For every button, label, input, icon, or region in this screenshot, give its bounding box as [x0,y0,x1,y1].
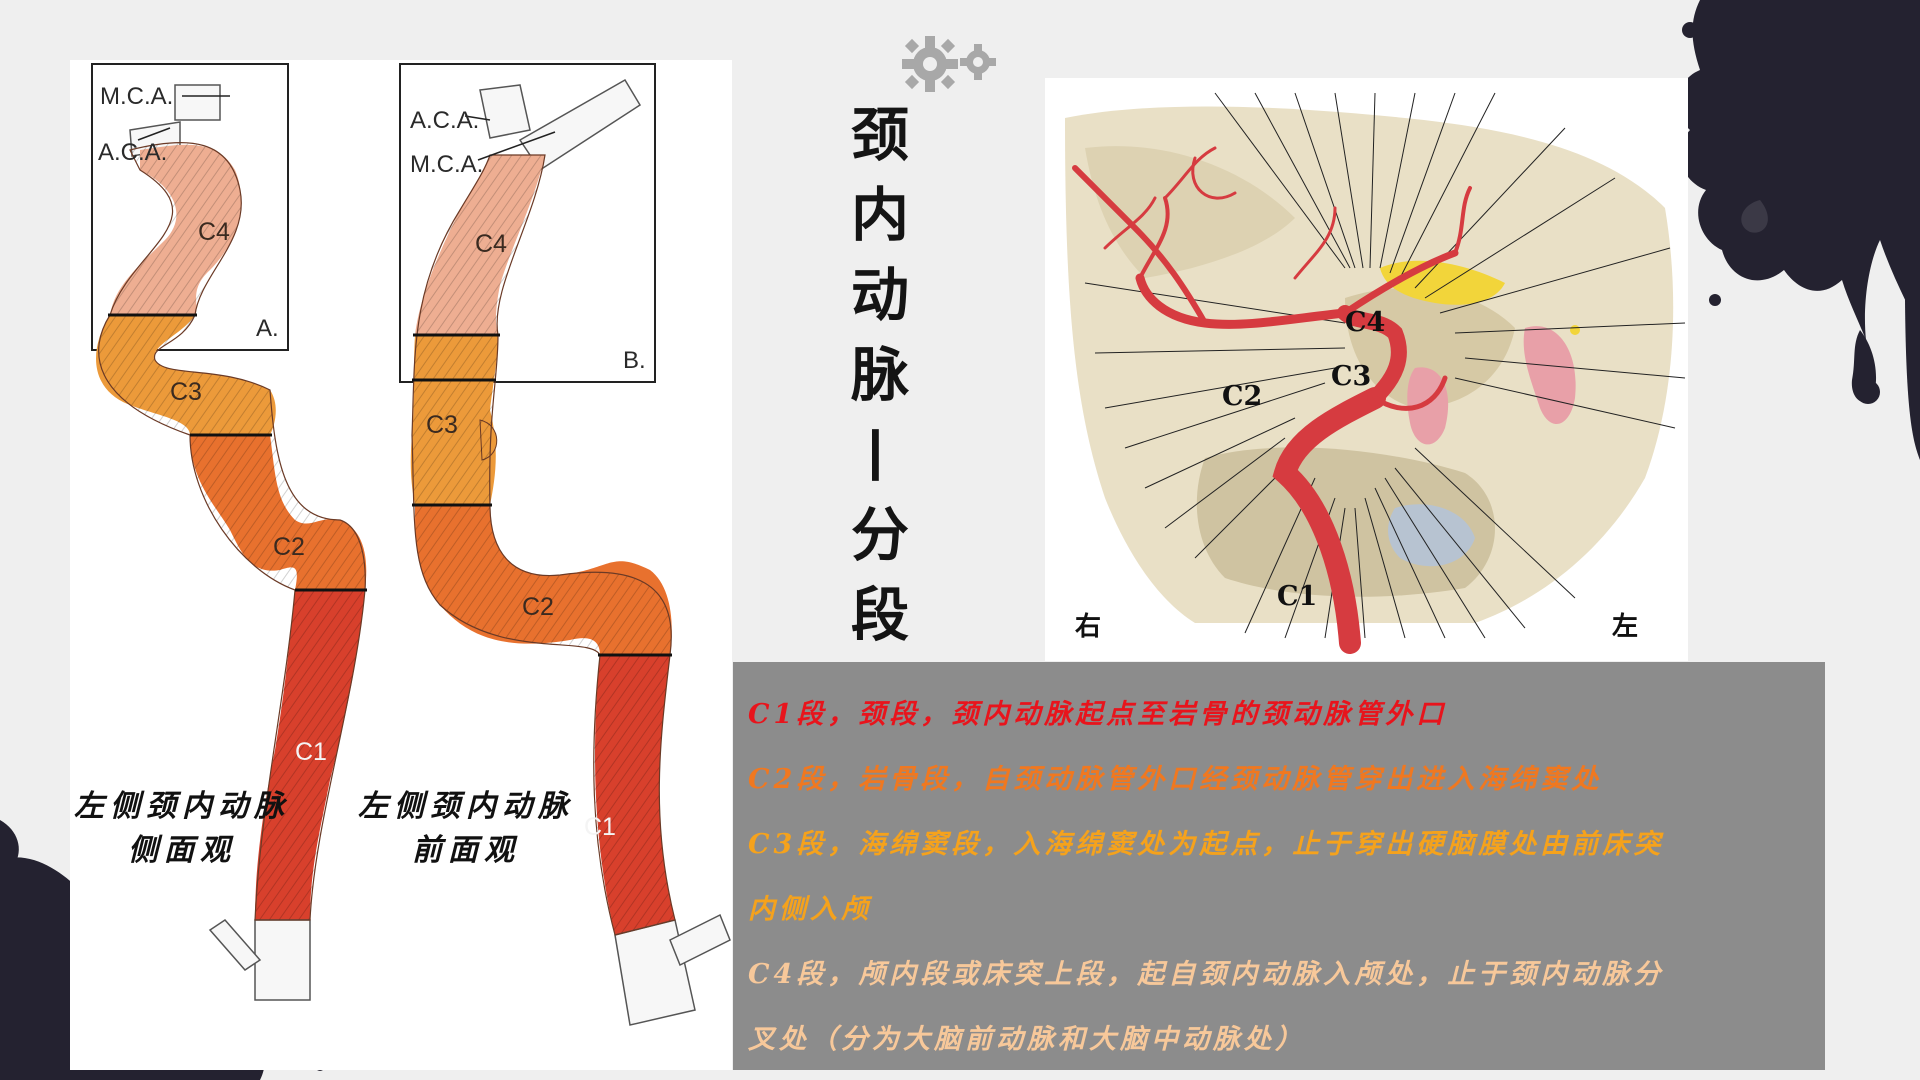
panel-a-aca-label: A.C.A. [98,139,167,166]
title-char-3: 动 [850,261,909,329]
desc-c3-line1: C3段，海绵窦段，入海绵窦处为起点，止于穿出硬脑膜处由前床突 [748,829,1665,860]
gear-icon-pair [902,36,996,92]
panel-b-c3-label: C3 [426,411,458,439]
right-c1-label: C1 [1277,581,1317,612]
panel-a-c4-label: C4 [198,218,230,246]
desc-c2: C2段，岩骨段，自颈动脉管外口经颈动脉管穿出进入海绵窦处 [748,764,1603,795]
caption-lateral-line2: 侧面观 [128,833,236,868]
title-dash: — [846,426,914,484]
slide-title: 颈 内 动 脉 — 分 段 [840,95,920,655]
ink-splatter-top-right [1677,0,1920,460]
panel-b-c4-label: C4 [475,230,507,258]
panel-b-aca-label: A.C.A. [410,107,479,134]
caption-anterior-view: 左侧颈内动脉 前面观 [356,785,576,873]
panel-a-c3-label: C3 [170,378,202,406]
title-char-6: 段 [850,581,909,649]
panel-a-c2-label: C2 [273,533,305,561]
right-c2-label: C2 [1222,381,1262,412]
panel-a-box-label: A. [256,315,279,342]
panel-a-box [91,63,289,351]
title-char-5: 分 [850,501,909,569]
caption-anterior-line2: 前面观 [412,833,520,868]
segment-description-panel: C1段，颈段，颈内动脉起点至岩骨的颈动脉管外口 C2段，岩骨段，自颈动脉管外口经… [733,662,1825,1070]
panel-a-mca-label: M.C.A. [100,83,173,110]
internal-carotid-artery [1072,146,1472,654]
panel-b-c1-label: C1 [584,813,616,841]
desc-c4-line2: 叉处（分为大脑前动脉和大脑中动脉处） [748,1024,1306,1055]
ica-segment-illustration: M.C.A. A.C.A. A. C4 C3 C2 C1 A.C.A. M.C.… [91,63,731,1026]
right-c4-label: C4 [1345,307,1385,338]
panel-a-c1-label: C1 [295,738,327,766]
skull-base-illustration-panel: C4 C3 C2 C1 右 左 [1045,78,1688,661]
caption-lateral-view: 左侧颈内动脉 侧面观 [72,785,292,873]
caption-lateral-line1: 左侧颈内动脉 [74,789,290,824]
skull-base-illustration: C4 C3 C2 C1 右 左 [1065,92,1686,654]
desc-c4-line1: C4段，颅内段或床突上段，起自颈内动脉入颅处，止于颈内动脉分 [748,959,1665,990]
title-char-4: 脉 [850,341,909,409]
panel-b-box-label: B. [623,347,646,374]
desc-c1: C1段，颈段，颈内动脉起点至岩骨的颈动脉管外口 [748,699,1448,730]
ica-segment-illustration-panel: M.C.A. A.C.A. A. C4 C3 C2 C1 A.C.A. M.C.… [70,60,732,1070]
title-char-2: 内 [850,181,909,249]
panel-b-mca-label: M.C.A. [410,151,483,178]
side-label-left: 左 [1612,612,1638,642]
side-label-right: 右 [1075,612,1101,642]
caption-anterior-line1: 左侧颈内动脉 [358,789,574,824]
title-char-1: 颈 [850,101,909,169]
panel-b-box [399,63,656,383]
panel-b-c2-label: C2 [522,593,554,621]
desc-c3-line2: 内侧入颅 [748,894,872,925]
right-c3-label: C3 [1331,361,1371,392]
